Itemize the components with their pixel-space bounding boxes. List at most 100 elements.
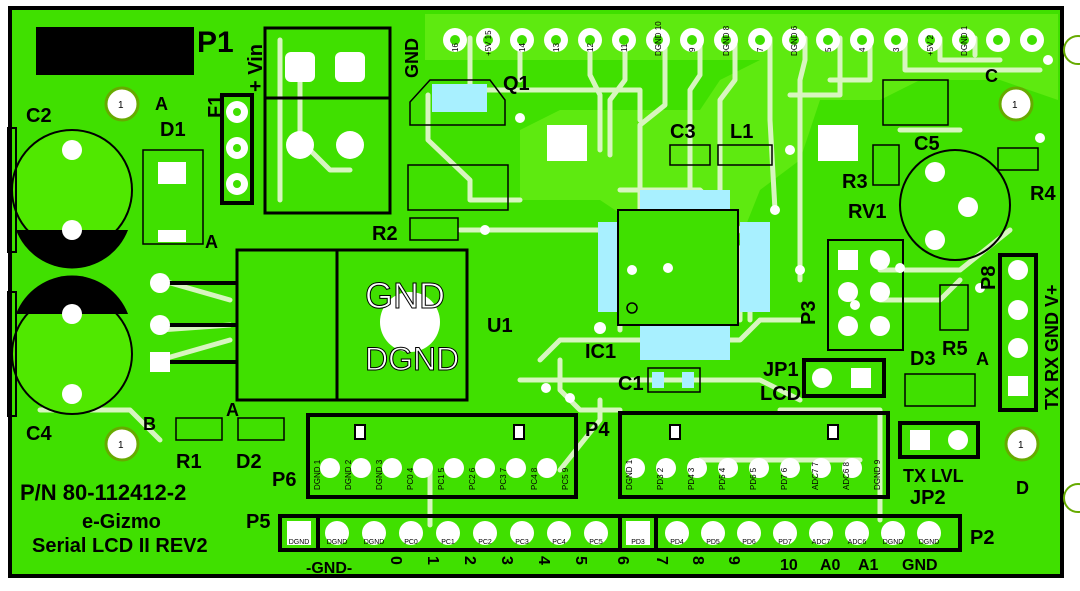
bottom-num: 5	[572, 556, 589, 565]
top-pin-label: 7	[756, 47, 765, 52]
connector-p1	[263, 26, 392, 215]
pin-a-3: A	[226, 400, 239, 420]
ref-p1: P1	[197, 26, 234, 59]
ref-p6: P6	[272, 469, 296, 491]
p6-pin-label: PC5 9	[561, 467, 570, 490]
ref-d1: D1	[160, 119, 186, 141]
top-pin-label: 13	[552, 43, 561, 52]
ref-p4: P4	[585, 419, 610, 441]
p2-pin-label: PD7	[778, 539, 792, 546]
connector-p3	[827, 239, 904, 351]
ref-tx-rx-gnd: TX RX GND V+	[1042, 284, 1062, 410]
ref-ic1: IC1	[585, 341, 616, 363]
p4-pin-label: DGND 1	[625, 459, 634, 490]
ref-p5: P5	[246, 511, 270, 533]
p2-pin-label: PD4	[670, 539, 684, 546]
p4-pin-label: PD3 2	[656, 467, 665, 490]
capacitor-c4	[7, 275, 133, 417]
p5-pin-label: PC5	[589, 539, 603, 546]
fuse-f1	[220, 93, 254, 205]
p4-pin-label: ADC7 7	[811, 461, 820, 490]
top-pin-label: 4	[858, 47, 867, 52]
top-pin-label: +5V 15	[484, 30, 493, 56]
top-pin-label: 11	[620, 43, 629, 52]
ref-p8: P8	[978, 266, 1000, 290]
vias	[480, 55, 1053, 403]
ic1-chip	[598, 190, 770, 360]
resistor-r2	[409, 217, 459, 241]
p2-pin-label: DGND	[883, 539, 904, 546]
bottom-num: 2	[461, 556, 478, 565]
bottom-num: GND	[902, 557, 938, 574]
p4-pin-labels: DGND 1 PD3 2 PD4 3 PD5 4 PD6 5 PD7 6 ADC…	[625, 459, 882, 490]
copper-pours	[425, 14, 1058, 240]
ref-r1: R1	[176, 451, 202, 473]
ref-u1: U1	[487, 315, 513, 337]
bottom-num: 9	[725, 556, 742, 565]
bottom-num: 7	[653, 556, 670, 565]
pin-a-2: A	[205, 232, 218, 252]
ref-d2: D2	[236, 451, 262, 473]
p5-pin-label: PC0	[404, 539, 418, 546]
gnd-span-label: -GND-	[306, 560, 352, 577]
ref-c1: C1	[618, 373, 644, 395]
p2-pin-label: DGND	[919, 539, 940, 546]
p2-pin-label: PD5	[706, 539, 720, 546]
bottom-num: 0	[387, 556, 404, 565]
p6-pin-label: PC2 6	[468, 467, 477, 490]
p5-pin-label: PC4	[552, 539, 566, 546]
ref-jp2: JP2	[910, 487, 946, 509]
top-header-labels: 16 +5V 15 14 13 12 11 DGND 10 9 DGND 8 7…	[451, 21, 969, 56]
diode-d1	[142, 149, 204, 245]
part-number: P/N 80-112412-2	[20, 480, 186, 505]
svg-text:1: 1	[118, 440, 124, 451]
p2-pin-label: PD3	[631, 539, 645, 546]
p4-pin-label: PD5 4	[718, 467, 727, 490]
bottom-num: 1	[424, 556, 441, 565]
bottom-num: 4	[535, 556, 552, 565]
jumper-jp2	[898, 421, 980, 459]
header-p5-p2	[278, 514, 962, 552]
top-pin-label: DGND 1	[960, 25, 969, 56]
top-pin-label: 5	[824, 47, 833, 52]
p6-pin-label: PC3 7	[499, 467, 508, 490]
ref-tx-lvl: TX LVL	[903, 466, 964, 486]
top-pin-label: 3	[892, 47, 901, 52]
capacitor-c2	[7, 127, 133, 269]
p5-pin-label: PC2	[478, 539, 492, 546]
p5-p2-pin-labels: DGND DGND DGND PC0 PC1 PC2 PC3 PC4 PC5 P…	[289, 539, 940, 546]
transistor-q1	[407, 79, 509, 211]
p5-pin-label: DGND	[289, 539, 310, 546]
top-pin-label: +5V 2	[926, 34, 935, 56]
bottom-num: A0	[820, 557, 841, 574]
ref-d3: D3	[910, 348, 936, 370]
p6-pin-label: DGND 2	[344, 459, 353, 490]
jumper-jp1	[802, 358, 886, 398]
svg-text:1: 1	[1012, 100, 1018, 111]
u1-dgnd-label: DGND	[365, 341, 459, 377]
silkscreen-labels: P1 + Vin F1 D1 C2 C4 Q1 C3 L1 C5 R3 RV1 …	[20, 26, 1062, 577]
pin-d: D	[1016, 478, 1029, 498]
ref-c2: C2	[26, 105, 52, 127]
p6-pin-label: DGND 3	[375, 459, 384, 490]
p4-pin-label: DGND 9	[873, 459, 882, 490]
p5-pin-label: DGND	[364, 539, 385, 546]
p5-pin-label: DGND	[327, 539, 348, 546]
ref-r4: R4	[1030, 183, 1056, 205]
p4-pin-label: ADC6 8	[842, 461, 851, 490]
ref-lcd: LCD	[760, 383, 801, 405]
capacitor-c1	[647, 367, 701, 393]
ref-r2: R2	[372, 223, 398, 245]
connector-p8	[998, 253, 1038, 412]
c3-l1-block	[547, 125, 858, 166]
p5-pin-label: PC3	[515, 539, 529, 546]
bottom-num: 3	[498, 556, 515, 565]
top-pin-label: 14	[518, 43, 527, 52]
mounting-holes: 1 1 1 1	[104, 86, 1040, 462]
ref-c3: C3	[670, 121, 696, 143]
ref-rv1: RV1	[848, 201, 887, 223]
edge-marks	[1063, 35, 1080, 513]
ref-c5: C5	[914, 133, 940, 155]
ref-l1: L1	[730, 121, 753, 143]
